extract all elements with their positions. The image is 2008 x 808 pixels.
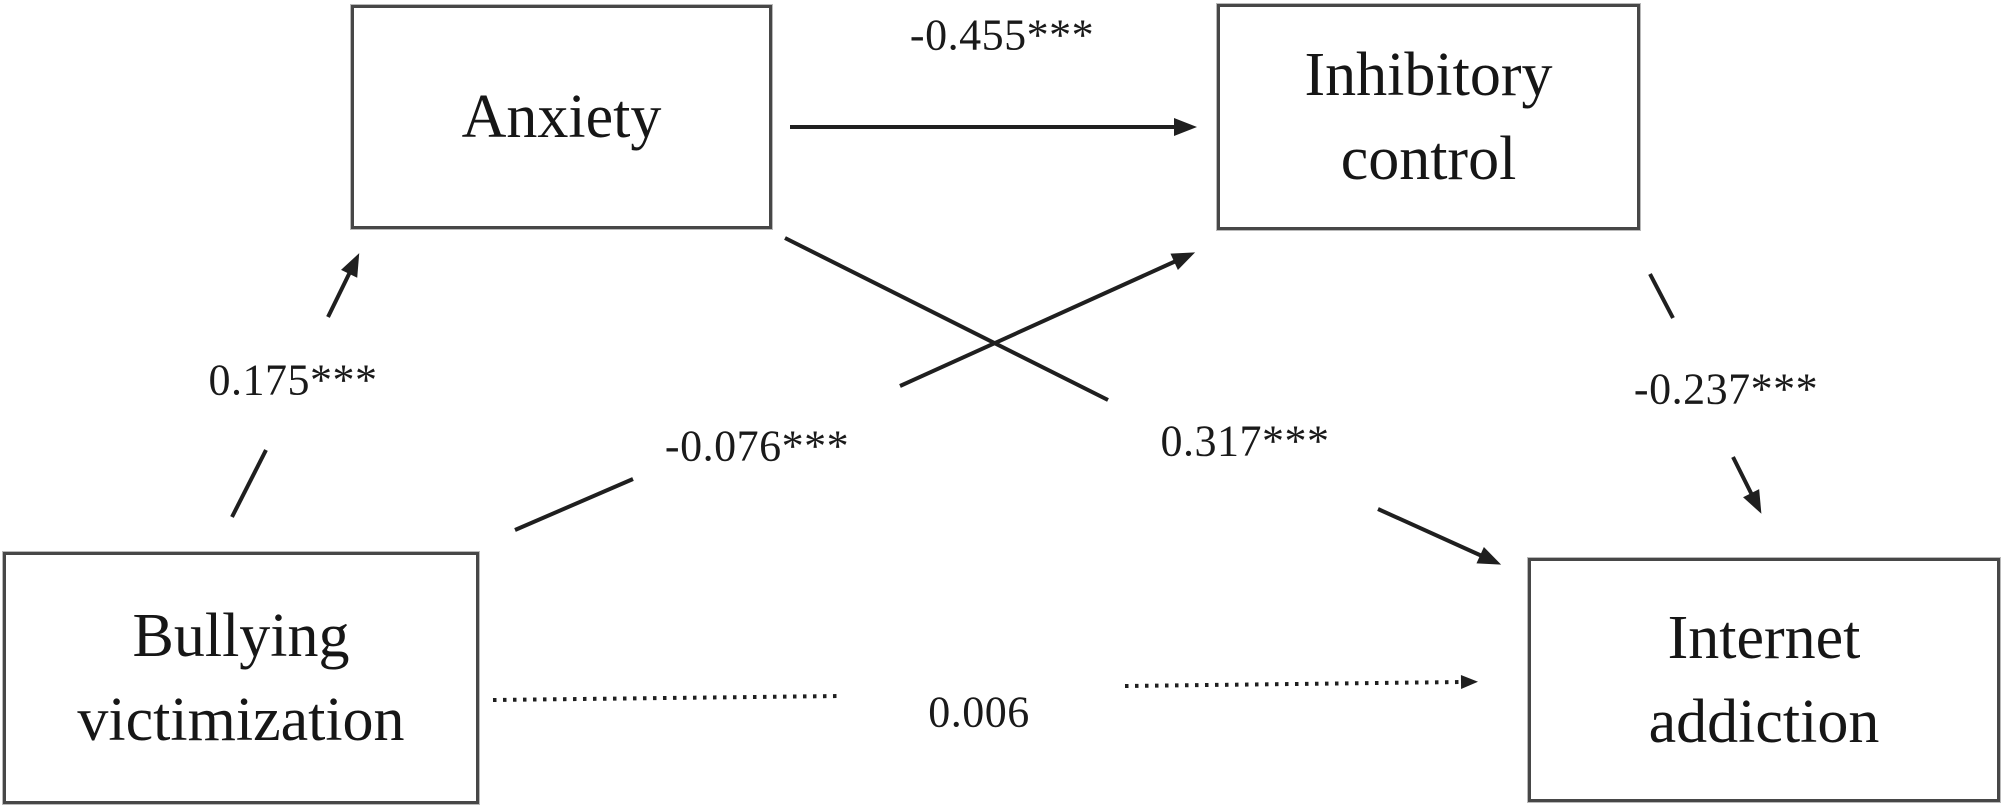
node-internet-addiction: Internet addiction	[1528, 558, 2000, 802]
node-internet-label-line2: addiction	[1648, 688, 1880, 756]
edge-inhibitory-internet-arrow	[1731, 456, 1762, 514]
node-bullying-label-line2: victimization	[77, 686, 405, 754]
edge-anxiety-internet-arrow	[1377, 507, 1502, 565]
node-anxiety-label: Anxiety	[461, 82, 662, 151]
node-anxiety: Anxiety	[351, 5, 772, 229]
edge-bullying-internet-dotted-left	[492, 694, 842, 702]
edge-bullying-inhibitory-arrow	[899, 252, 1196, 388]
node-inhibitory-control: Inhibitory control	[1217, 4, 1640, 230]
coefficient-bullying-inhibitory: -0.076***	[664, 421, 850, 471]
node-inhibitory-label-line1: Inhibitory	[1304, 40, 1553, 109]
coefficient-anxiety-inhibitory: -0.455***	[909, 10, 1095, 60]
node-bullying-victimization: Bullying victimization	[3, 552, 479, 804]
node-internet-label-line1: Internet	[1667, 603, 1861, 672]
node-inhibitory-label-line2: control	[1340, 125, 1517, 193]
coefficient-bullying-internet: 0.006	[928, 687, 1030, 737]
edge-bullying-anxiety-arrow	[326, 253, 360, 318]
edge-bullying-inhibitory-lower	[514, 477, 634, 532]
coefficient-anxiety-internet: 0.317***	[1160, 416, 1330, 466]
edge-bullying-internet-dotted-arrow	[1124, 675, 1478, 690]
edge-bullying-anxiety-lower	[230, 449, 268, 518]
coefficient-inhibitory-internet: -0.237***	[1633, 364, 1819, 414]
edge-anxiety-internet-upper	[784, 236, 1109, 402]
node-bullying-label-line1: Bullying	[132, 601, 350, 670]
coefficient-bullying-anxiety: 0.175***	[208, 355, 378, 405]
edge-inhibitory-internet-upper	[1648, 273, 1675, 319]
